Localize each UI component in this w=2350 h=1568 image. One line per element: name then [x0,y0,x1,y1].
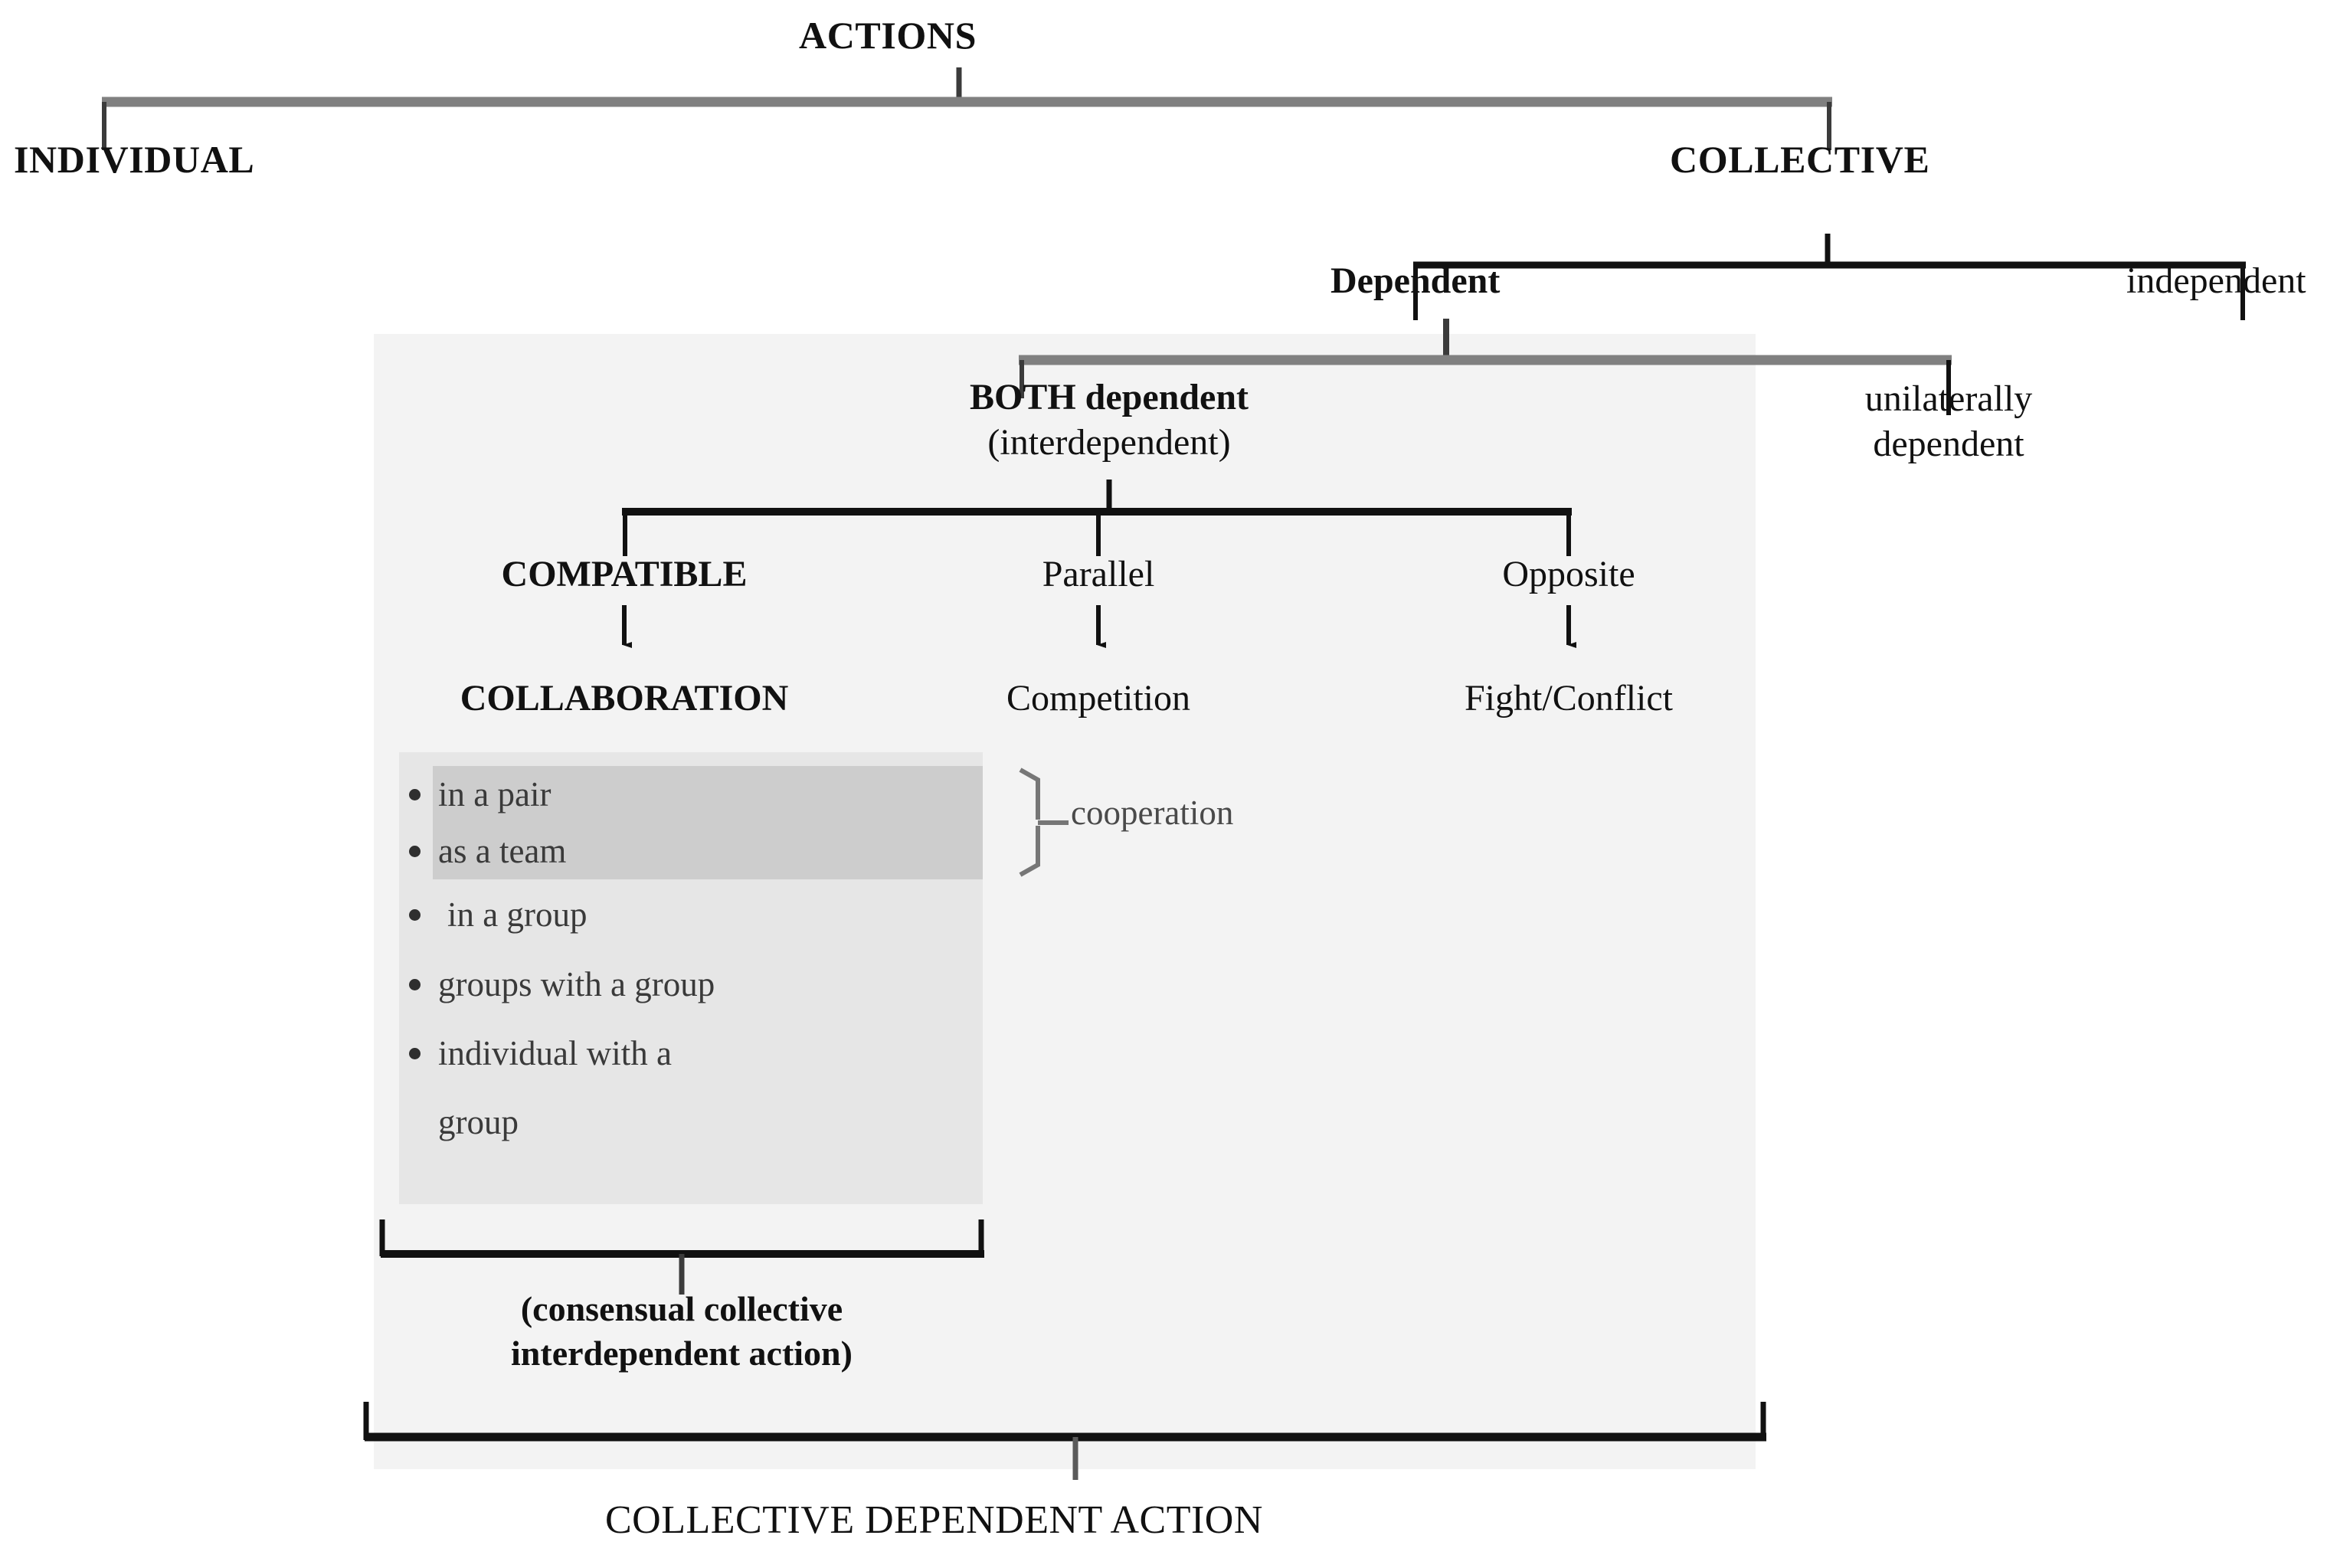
node-opposite: Opposite [1262,554,1875,595]
list-item: in a group [404,879,979,950]
node-individual-label: INDIVIDUAL [14,138,255,181]
bottom-title-text: COLLECTIVE DEPENDENT ACTION [605,1498,1263,1542]
node-dependent: Dependent [1330,260,1500,302]
list-item-label: in a pair [438,775,551,813]
node-unilaterally-dependent: unilaterally dependent [1742,377,2155,466]
node-independent: independent [2126,260,2306,302]
bullet-dot-icon [409,789,421,800]
node-unilaterally-dependent-line1: unilaterally [1864,378,2033,419]
node-both-dependent-line1: BOTH dependent [969,377,1249,417]
node-collaboration-label: COLLABORATION [460,678,789,719]
cooperation-group-panel [433,766,983,879]
consensual-action-note: (consensual collective interdependent ac… [375,1287,988,1376]
node-actions: ACTIONS [799,14,977,57]
list-item-label: in a group [447,895,588,934]
node-independent-label: independent [2126,260,2306,301]
bullet-dot-icon [409,1048,421,1059]
node-collective: COLLECTIVE [1670,138,1929,181]
cooperation-label-text: cooperation [1071,794,1234,832]
list-item-label: individual with a [438,1034,672,1072]
list-item-label: as a team [438,832,567,870]
node-compatible-label: COMPATIBLE [501,554,748,594]
list-item-label: groups with a group [438,965,715,1003]
bullet-dot-icon [409,846,421,857]
cooperation-bracket-label: cooperation [1071,793,1233,833]
bottom-title: COLLECTIVE DEPENDENT ACTION [605,1498,1263,1543]
node-competition: Competition [792,678,1405,719]
node-unilaterally-dependent-line2: dependent [1873,423,2024,464]
node-fight-conflict-label: Fight/Conflict [1464,678,1673,719]
node-dependent-label: Dependent [1330,260,1501,301]
node-both-dependent-line2: (interdependent) [987,421,1231,463]
node-both-dependent: BOTH dependent (interdependent) [803,375,1416,465]
node-collective-label: COLLECTIVE [1670,138,1930,181]
consensual-action-line2: interdependent action) [511,1333,853,1373]
list-item-label: group [438,1103,519,1141]
node-compatible: COMPATIBLE [318,554,931,595]
node-fight-conflict: Fight/Conflict [1262,678,1875,719]
list-item: in a pair [404,766,979,823]
node-parallel-label: Parallel [1042,554,1155,594]
node-actions-label: ACTIONS [799,14,977,57]
node-individual: INDIVIDUAL [14,138,254,181]
bullet-dot-icon [409,979,421,990]
bullet-dot-icon [409,909,421,921]
list-item: groups with a group [404,950,979,1019]
node-opposite-label: Opposite [1502,554,1635,594]
list-item: group [404,1088,979,1157]
node-competition-label: Competition [1006,678,1190,719]
collaboration-forms-list: in a pair as a team in a group groups wi… [404,766,979,1157]
consensual-action-line1: (consensual collective [520,1289,843,1328]
list-item: as a team [404,823,979,879]
list-item: individual with a [404,1019,979,1088]
node-collaboration: COLLABORATION [318,678,931,719]
node-parallel: Parallel [792,554,1405,595]
